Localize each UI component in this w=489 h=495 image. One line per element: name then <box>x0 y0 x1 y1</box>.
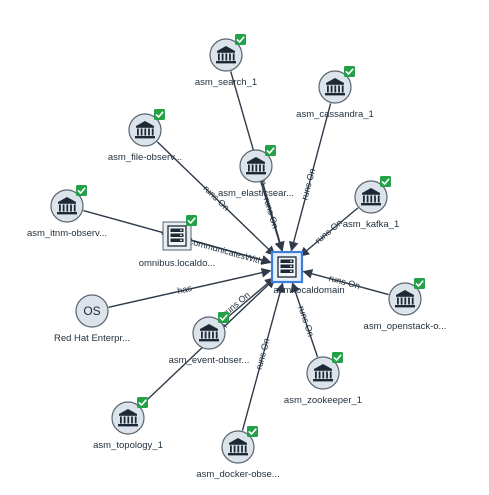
node-label-cassandra: asm_cassandra_1 <box>296 109 374 120</box>
node-label-zookeeper: asm_zookeeper_1 <box>284 395 362 406</box>
node-search[interactable]: asm_search_1 <box>195 34 257 88</box>
status-ok-icon <box>186 215 197 226</box>
status-ok-icon <box>137 397 148 408</box>
node-center-host[interactable]: asm.localdomain <box>270 250 345 296</box>
edge-zookeeper[interactable] <box>290 282 319 358</box>
node-label-search: asm_search_1 <box>195 77 257 88</box>
container-icon <box>361 188 381 206</box>
container-icon <box>135 121 155 139</box>
edge-label-kafka: runs On <box>313 217 344 245</box>
node-kafka[interactable]: asm_kafka_1 <box>343 176 400 230</box>
container-icon <box>395 290 415 308</box>
edge-cassandra[interactable] <box>288 103 332 252</box>
node-zookeeper[interactable]: asm_zookeeper_1 <box>284 352 362 406</box>
status-ok-icon <box>265 145 276 156</box>
node-label-openstack: asm_openstack-o... <box>364 321 447 332</box>
edge-docker[interactable] <box>241 282 285 431</box>
status-ok-icon <box>76 185 87 196</box>
node-event[interactable]: asm_event-obser... <box>169 312 250 366</box>
node-docker[interactable]: asm_docker-obse... <box>196 426 280 480</box>
status-ok-icon <box>235 34 246 45</box>
container-icon <box>313 364 333 382</box>
edge-label-docker: runs On <box>254 337 272 371</box>
container-icon <box>199 324 219 342</box>
status-ok-icon <box>414 278 425 289</box>
node-label-elastic: asm_elasticsear... <box>218 188 294 199</box>
container-icon <box>228 438 248 456</box>
container-icon <box>246 157 266 175</box>
node-label-event: asm_event-obser... <box>169 355 250 366</box>
node-label-kafka: asm_kafka_1 <box>343 219 400 230</box>
node-file[interactable]: asm_file-observ... <box>108 109 182 163</box>
status-ok-icon <box>218 312 229 323</box>
edge-openstack[interactable] <box>302 269 389 296</box>
status-ok-icon <box>380 176 391 187</box>
node-label-file: asm_file-observ... <box>108 152 182 163</box>
edge-omnibus[interactable] <box>193 239 272 265</box>
server-icon <box>277 256 297 278</box>
node-label-itnm: asm_itnm-observ... <box>27 228 107 239</box>
node-os[interactable]: OS Red Hat Enterpr... <box>54 294 130 344</box>
status-ok-icon <box>344 66 355 77</box>
server-icon <box>167 225 187 247</box>
node-elastic[interactable]: asm_elasticsear... <box>218 145 294 199</box>
edge-label-elastic: runs On <box>262 196 281 230</box>
node-label-topology: asm_topology_1 <box>93 440 163 451</box>
node-label-os: Red Hat Enterpr... <box>54 333 130 344</box>
node-topology[interactable]: asm_topology_1 <box>93 397 163 451</box>
status-ok-icon <box>154 109 165 120</box>
edge-kafka[interactable] <box>299 207 359 257</box>
status-ok-icon <box>247 426 258 437</box>
edge-label-os: has <box>176 283 193 296</box>
nodes-layer: asm_search_1 asm_cassandra_1 asm_file-obse… <box>27 34 446 480</box>
edge-elastic[interactable] <box>260 182 285 252</box>
node-cassandra[interactable]: asm_cassandra_1 <box>296 66 374 120</box>
edge-label-cassandra: runs On <box>299 167 317 201</box>
node-omnibus[interactable]: omnibus.localdo... <box>139 215 216 269</box>
os-icon: OS <box>83 304 100 318</box>
node-label-omnibus: omnibus.localdo... <box>139 258 216 269</box>
container-icon <box>325 78 345 96</box>
node-label-center: asm.localdomain <box>273 285 344 296</box>
status-ok-icon <box>332 352 343 363</box>
container-icon <box>57 197 77 215</box>
edge-label-zookeeper: runs On <box>296 305 316 339</box>
edge-file[interactable] <box>156 141 276 256</box>
edge-os[interactable] <box>108 267 272 308</box>
node-openstack[interactable]: asm_openstack-o... <box>364 278 447 332</box>
container-icon <box>118 409 138 427</box>
container-icon <box>216 46 236 64</box>
node-label-docker: asm_docker-obse... <box>196 469 279 480</box>
node-itnm[interactable]: asm_itnm-observ... <box>27 185 107 239</box>
